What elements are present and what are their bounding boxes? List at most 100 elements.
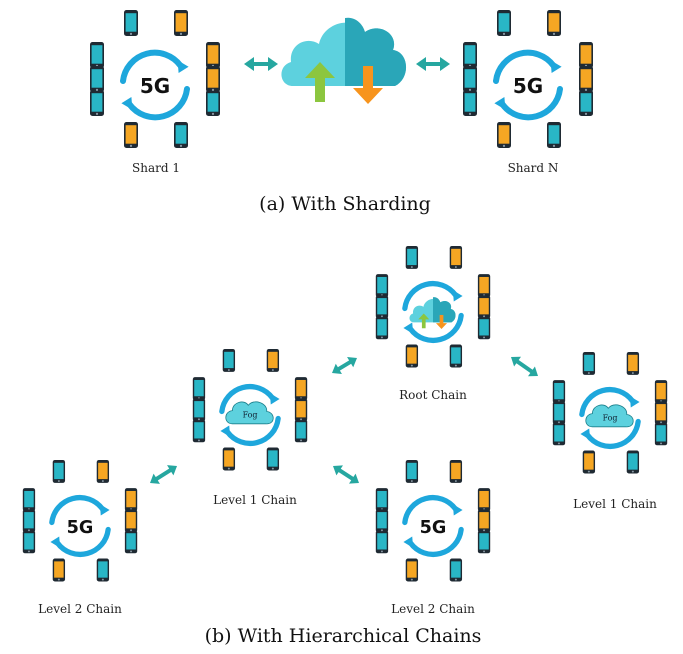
smartphone-icon: [90, 42, 104, 68]
smartphone-icon: [449, 558, 463, 582]
smartphone-icon: [174, 10, 188, 36]
cloud-upload-download-icon: [281, 17, 407, 104]
smartphone-icon: [626, 450, 640, 474]
network-5g-label: 5G: [513, 74, 543, 98]
level2-right-label: Level 2 Chain: [391, 602, 475, 616]
smartphone-icon: [552, 401, 566, 425]
link-arrow-cloud-shardn: [416, 57, 450, 71]
sync-cycle-arrows-icon: [219, 383, 281, 447]
smartphone-icon: [463, 90, 477, 116]
smartphone-icon: [124, 509, 138, 533]
smartphone-icon: [192, 419, 206, 443]
fog-cloud-icon: Fog: [585, 404, 634, 428]
network-5g-label: 5G: [420, 518, 447, 538]
smartphone-icon: [405, 246, 419, 269]
smartphone-icon: [192, 398, 206, 422]
smartphone-icon: [579, 42, 593, 68]
smartphone-icon: [52, 558, 66, 582]
smartphone-icon: [90, 66, 104, 92]
sync-cycle-arrows-icon: [120, 49, 190, 121]
smartphone-icon: [96, 558, 110, 582]
smartphone-icon: [477, 316, 491, 340]
smartphone-icon: [222, 349, 236, 372]
level1-right-cluster: Fog: [552, 352, 668, 474]
smartphone-icon: [375, 295, 389, 319]
shard-cluster-right: 5G: [463, 10, 593, 148]
smartphone-icon: [294, 419, 308, 443]
smartphone-icon: [375, 509, 389, 533]
smartphone-icon: [582, 352, 596, 375]
smartphone-icon: [552, 422, 566, 446]
smartphone-icon: [174, 122, 188, 148]
smartphone-icon: [192, 377, 206, 401]
smartphone-icon: [497, 122, 511, 148]
smartphone-icon: [294, 398, 308, 422]
level1-left-cluster: Fog: [192, 349, 308, 471]
root-chain-label: Root Chain: [399, 388, 467, 402]
smartphone-icon: [22, 509, 36, 533]
smartphone-icon: [375, 274, 389, 298]
smartphone-icon: [582, 450, 596, 474]
sync-cycle-arrows-icon: [402, 280, 464, 344]
smartphone-icon: [654, 422, 668, 446]
smartphone-icon: [124, 10, 138, 36]
smartphone-icon: [547, 122, 561, 148]
caption-sharding: (a) With Sharding: [259, 193, 431, 215]
sync-cycle-arrows-icon: [402, 494, 464, 558]
level1-right-label: Level 1 Chain: [573, 497, 657, 511]
smartphone-icon: [477, 488, 491, 512]
smartphone-icon: [96, 460, 110, 483]
smartphone-icon: [375, 488, 389, 512]
link-arrow-root-level1-left: [332, 356, 357, 375]
smartphone-icon: [206, 66, 220, 92]
smartphone-icon: [477, 295, 491, 319]
root-chain-cluster: [375, 246, 491, 368]
smartphone-icon: [449, 344, 463, 368]
link-arrow-level1-level2-right: [333, 465, 359, 484]
level1-left-label: Level 1 Chain: [213, 493, 297, 507]
link-arrow-level1-level2-left: [150, 465, 177, 484]
fog-label: Fog: [243, 411, 258, 420]
smartphone-icon: [405, 344, 419, 368]
smartphone-icon: [579, 66, 593, 92]
level2-right-cluster: 5G: [375, 460, 491, 582]
smartphone-icon: [52, 460, 66, 483]
smartphone-icon: [477, 509, 491, 533]
smartphone-icon: [266, 349, 280, 372]
smartphone-icon: [477, 530, 491, 554]
sync-cycle-arrows-icon: [493, 49, 563, 121]
shard-n-label: Shard N: [508, 161, 559, 175]
smartphone-icon: [375, 316, 389, 340]
network-5g-label: 5G: [67, 518, 94, 538]
smartphone-icon: [294, 377, 308, 401]
smartphone-icon: [375, 530, 389, 554]
smartphone-icon: [22, 530, 36, 554]
level2-left-cluster: 5G: [22, 460, 138, 582]
smartphone-icon: [654, 401, 668, 425]
smartphone-icon: [579, 90, 593, 116]
smartphone-icon: [124, 530, 138, 554]
smartphone-icon: [22, 488, 36, 512]
shard-1-label: Shard 1: [132, 161, 180, 175]
smartphone-icon: [654, 380, 668, 404]
caption-hierarchical: (b) With Hierarchical Chains: [205, 625, 482, 647]
smartphone-icon: [124, 488, 138, 512]
smartphone-icon: [124, 122, 138, 148]
link-arrow-root-level1-right: [511, 356, 538, 377]
level2-left-label: Level 2 Chain: [38, 602, 122, 616]
smartphone-icon: [477, 274, 491, 298]
smartphone-icon: [405, 558, 419, 582]
link-arrow-shard1-cloud: [244, 57, 278, 71]
smartphone-icon: [552, 380, 566, 404]
smartphone-icon: [206, 90, 220, 116]
smartphone-icon: [206, 42, 220, 68]
smartphone-icon: [405, 460, 419, 483]
sync-cycle-arrows-icon: [49, 494, 111, 558]
smartphone-icon: [463, 66, 477, 92]
smartphone-icon: [266, 447, 280, 471]
network-5g-label: 5G: [140, 74, 170, 98]
smartphone-icon: [449, 246, 463, 269]
smartphone-icon: [497, 10, 511, 36]
smartphone-icon: [626, 352, 640, 375]
